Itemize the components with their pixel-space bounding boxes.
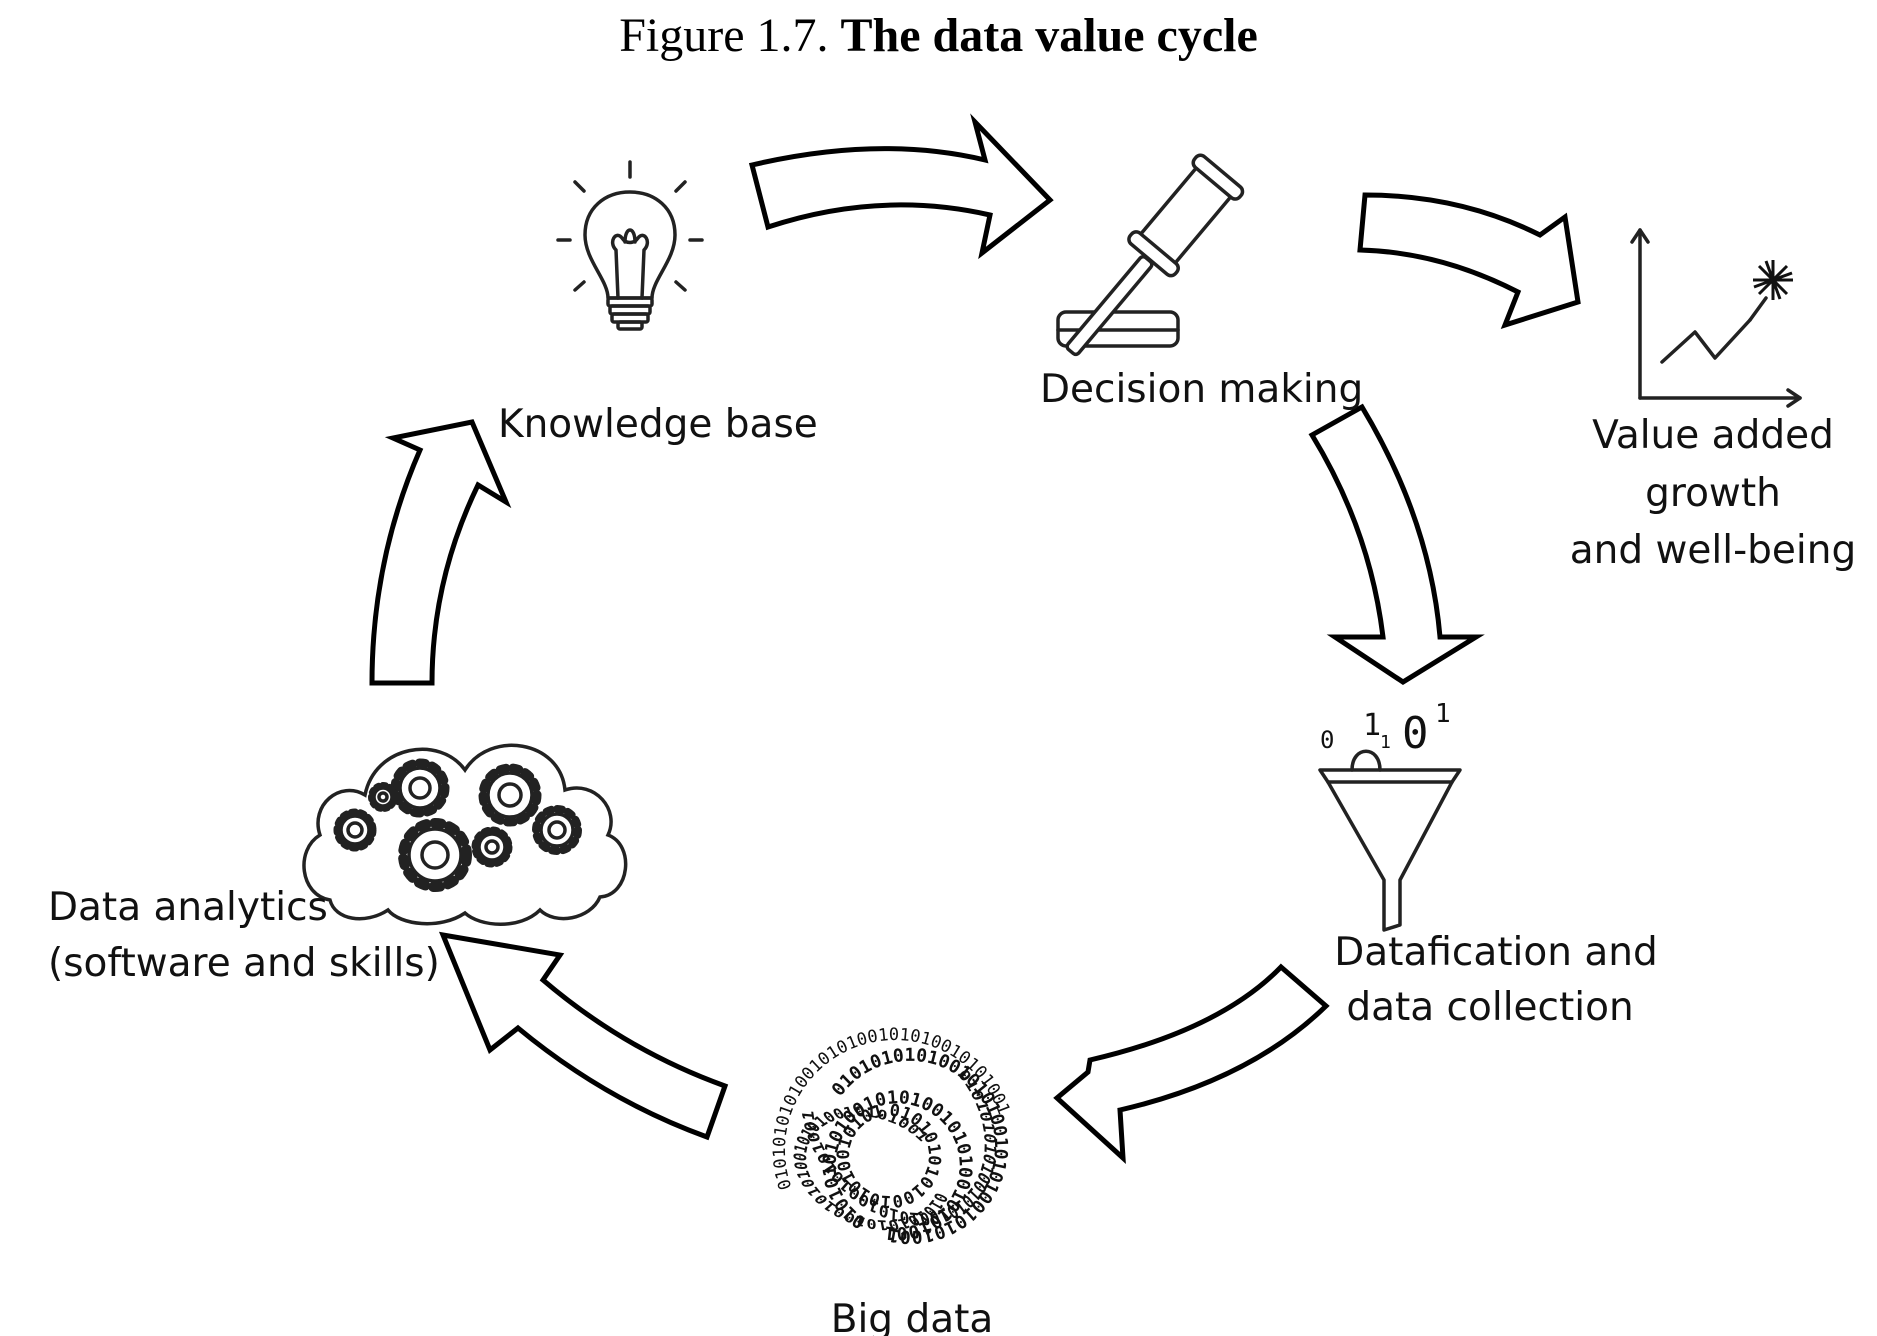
label-datafication-line-1: Datafication and	[1334, 930, 1658, 975]
arrow-analytics-to-knowledge	[369, 419, 512, 686]
arrow-decision-to-value	[1357, 192, 1581, 329]
funnel-bit-1: 1	[1363, 708, 1381, 743]
cycle-arrows	[369, 113, 1581, 1164]
label-value-added-line-3: and well-being	[1570, 528, 1856, 573]
funnel-bit-0: 0	[1320, 726, 1334, 754]
label-value-added-line-2: growth	[1645, 471, 1781, 516]
funnel-icon: 0 1 1 0 1	[1318, 699, 1462, 932]
arrow-decision-to-datafication	[1308, 403, 1485, 685]
arrow-bigdata-to-analytics	[438, 931, 729, 1141]
label-value-added: Value added growth and well-being	[1570, 413, 1856, 573]
label-big-data: Big data	[831, 1297, 994, 1336]
label-value-added-line-1: Value added	[1592, 413, 1834, 458]
label-data-analytics-line-1: Data analytics	[48, 885, 328, 930]
label-datafication: Datafication and data collection	[1334, 930, 1658, 1030]
figure-title-text: The data value cycle	[840, 9, 1258, 62]
lightbulb-icon	[556, 160, 704, 331]
gavel-icon	[1056, 153, 1245, 357]
binary-tangle-icon: 0101010101001010100101010010101001 01010…	[735, 990, 1051, 1281]
label-data-analytics-line-2: (software and skills)	[48, 941, 440, 986]
label-data-analytics: Data analytics (software and skills)	[48, 885, 440, 986]
funnel-bit-3: 0	[1402, 708, 1429, 759]
label-datafication-line-2: data collection	[1346, 985, 1633, 1030]
funnel-bit-2: 1	[1380, 732, 1391, 753]
cloud-gears-icon	[302, 743, 628, 926]
funnel-bit-4: 1	[1435, 699, 1451, 729]
label-knowledge-base: Knowledge base	[498, 402, 818, 447]
figure-title: Figure 1.7. The data value cycle	[0, 8, 1877, 63]
growth-chart-icon	[1630, 228, 1802, 408]
figure-number: Figure 1.7.	[619, 9, 829, 62]
arrow-datafication-to-bigdata	[1053, 963, 1330, 1164]
label-decision-making: Decision making	[1040, 367, 1363, 412]
arrow-knowledge-to-decision	[748, 113, 1054, 260]
